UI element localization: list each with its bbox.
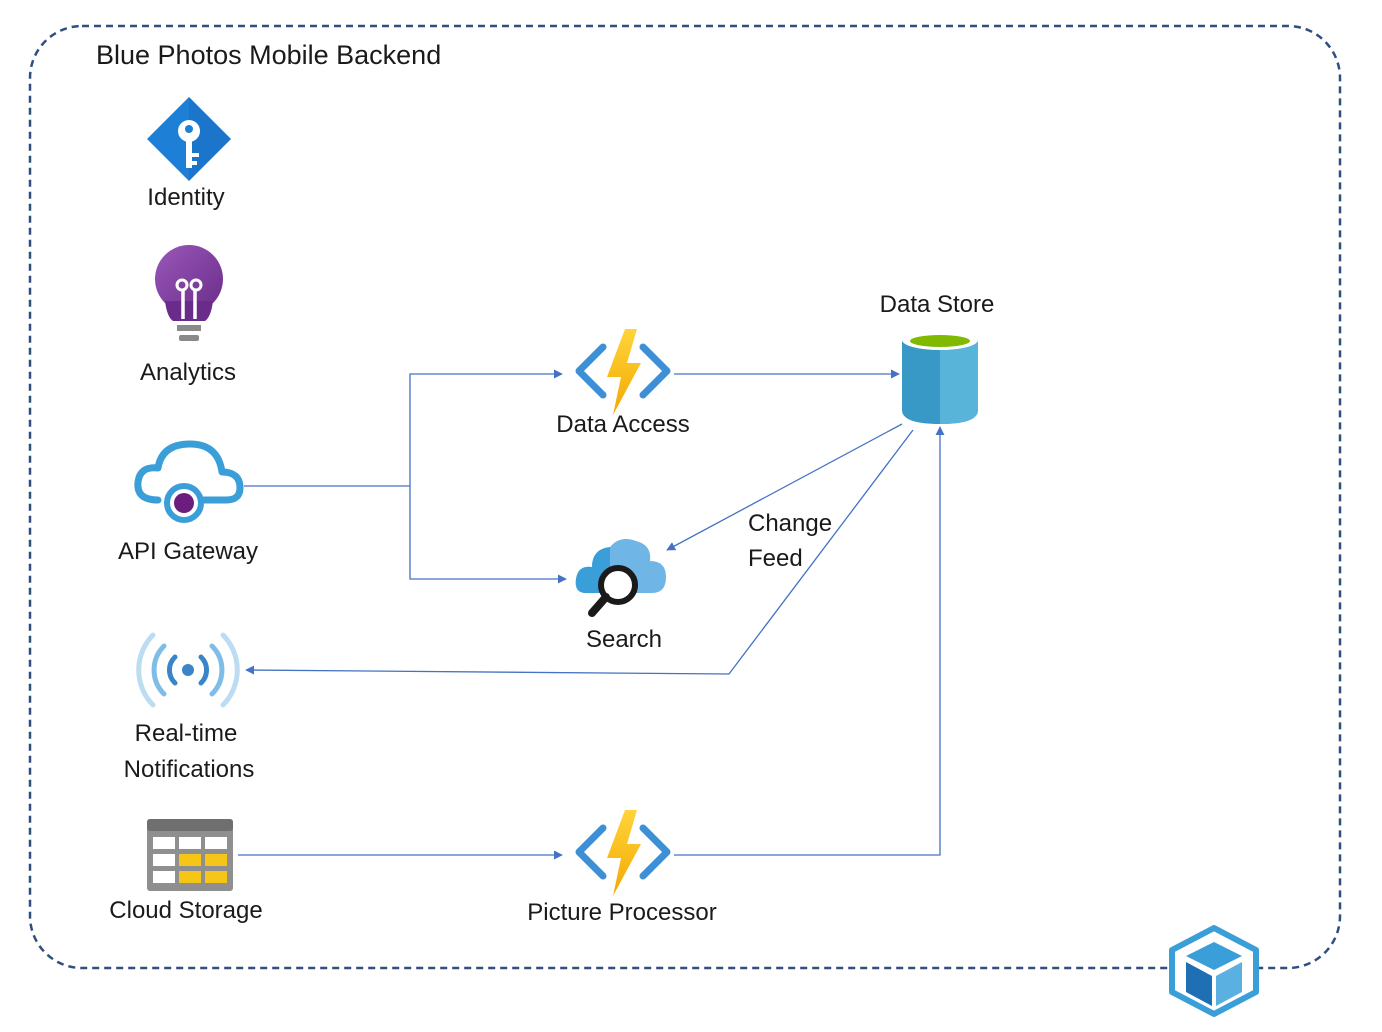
change-feed-label-line1: Change bbox=[748, 510, 833, 537]
connector-api-to-search bbox=[409, 486, 567, 584]
connectors bbox=[238, 369, 945, 860]
cloud-search-icon bbox=[575, 539, 666, 617]
cube-icon bbox=[1169, 925, 1259, 1017]
analytics-label: Analytics bbox=[139, 359, 237, 386]
function-bolt-icon bbox=[575, 810, 671, 896]
table-storage-icon bbox=[147, 819, 233, 891]
broadcast-icon bbox=[136, 632, 240, 708]
realtime-notifications-label-line2: Notifications bbox=[123, 756, 255, 783]
container-border bbox=[28, 24, 1342, 970]
data-store-label: Data Store bbox=[879, 291, 995, 318]
realtime-notifications-label-line1: Real-time bbox=[134, 720, 238, 747]
search-label: Search bbox=[585, 626, 663, 653]
connector-api-to-data-access bbox=[409, 369, 563, 486]
cloud-gateway-icon bbox=[134, 440, 244, 523]
identity-label: Identity bbox=[147, 184, 225, 211]
change-feed-label-line2: Feed bbox=[748, 545, 803, 572]
key-diamond-icon bbox=[147, 97, 231, 181]
diagram-title: Blue Photos Mobile Backend bbox=[96, 40, 442, 70]
picture-processor-label: Picture Processor bbox=[527, 899, 717, 926]
cloud-storage-label: Cloud Storage bbox=[109, 897, 263, 924]
connector-change-feed-to-search bbox=[666, 423, 903, 551]
connector-picture-processor-to-data-store bbox=[674, 426, 945, 856]
lightbulb-icon bbox=[155, 245, 223, 341]
database-cylinder-icon bbox=[902, 330, 978, 424]
function-bolt-icon bbox=[575, 329, 671, 415]
data-access-label: Data Access bbox=[556, 411, 690, 438]
connector-change-feed-to-notifications bbox=[245, 429, 914, 675]
api-gateway-label: API Gateway bbox=[117, 538, 259, 565]
